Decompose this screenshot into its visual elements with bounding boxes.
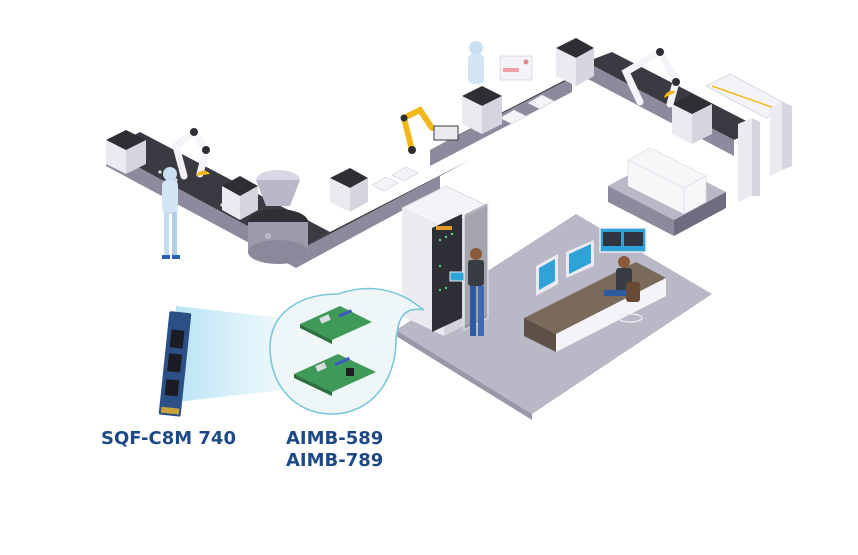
callout-bubble bbox=[269, 287, 425, 415]
rack-front bbox=[432, 214, 462, 332]
ssd-module-image bbox=[158, 311, 192, 417]
machine-box bbox=[330, 168, 368, 188]
rack-leds bbox=[438, 232, 454, 292]
ssd-product-label: SQF-C8M 740 bbox=[101, 428, 236, 450]
motherboard-model-name: AIMB-789 bbox=[286, 450, 384, 471]
motherboard-product-label: AIMB-589 AIMB-789 bbox=[286, 428, 383, 472]
conveyor-mid-side bbox=[296, 176, 440, 268]
trays bbox=[371, 94, 555, 192]
engineer-at-rack bbox=[449, 248, 484, 336]
machine-box bbox=[556, 38, 594, 58]
robot-arm-yellow bbox=[400, 106, 459, 154]
conveyor-mid-top bbox=[296, 160, 470, 252]
machines bbox=[106, 38, 792, 264]
motherboard-aimb-589-image bbox=[300, 306, 372, 344]
motherboard-model-name: AIMB-589 bbox=[286, 428, 384, 449]
product-callout bbox=[158, 287, 425, 417]
hopper bbox=[248, 170, 308, 264]
motherboard-aimb-789-image bbox=[294, 354, 376, 396]
agv-pallet bbox=[608, 147, 726, 236]
stacked-boxes bbox=[627, 147, 707, 215]
robot-arm-white-right bbox=[621, 47, 680, 108]
monitors bbox=[536, 227, 647, 296]
light-beam bbox=[176, 306, 300, 402]
worker-cleanroom-left bbox=[162, 167, 180, 259]
operator-desk bbox=[524, 227, 666, 352]
worker-cleanroom-upper bbox=[468, 41, 533, 84]
ssd-model-name: SQF-C8M 740 bbox=[101, 428, 236, 449]
operator bbox=[604, 256, 643, 323]
robot-arm-white-left bbox=[172, 126, 210, 180]
gantry bbox=[705, 73, 792, 202]
